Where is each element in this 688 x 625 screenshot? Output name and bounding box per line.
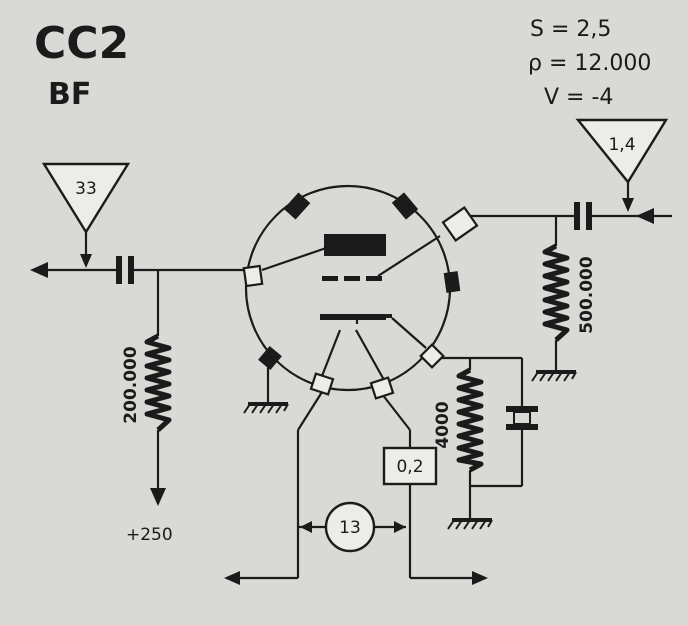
filament-circle-label: 13	[339, 518, 361, 538]
ground-right	[530, 370, 578, 383]
resistor-4000	[456, 367, 484, 473]
input-triangle-label: 33	[75, 179, 97, 199]
output-triangle-label: 1,4	[608, 135, 635, 155]
filament-circle	[324, 501, 376, 553]
ground-left	[242, 402, 290, 415]
output-arrow	[636, 208, 654, 224]
supply-label: +250	[126, 525, 173, 545]
tube-title: CC2	[34, 18, 129, 69]
resistor-200k	[144, 333, 172, 432]
spec-resistance: ρ = 12.000	[528, 51, 651, 76]
grid-dash-1	[322, 276, 338, 281]
spec-slope: S = 2,5	[530, 17, 611, 42]
pin-blank-3	[443, 271, 461, 293]
anode-plate	[324, 234, 386, 256]
pin-grid	[242, 264, 264, 288]
pin-filament-b	[369, 376, 395, 400]
pin-blank-2	[391, 192, 419, 220]
resistor-500k-label: 500.000	[577, 256, 597, 334]
spec-voltage: V = -4	[544, 85, 613, 110]
input-arrow	[30, 262, 48, 278]
resistor-500k	[542, 243, 570, 342]
tube-subtitle: BF	[48, 77, 91, 112]
pin-anode	[441, 206, 479, 242]
cathode-capacitor	[506, 406, 538, 430]
arrows	[30, 198, 654, 585]
pin-filament-a	[309, 372, 335, 396]
grid-dash-2	[344, 276, 360, 281]
input-capacitor	[116, 256, 122, 284]
input-triangle	[41, 162, 131, 235]
output-triangle	[575, 118, 669, 185]
pin-blank-1	[283, 192, 311, 220]
resistor-4000-label: 4000	[433, 401, 453, 448]
cathode-bar	[320, 314, 386, 320]
coupling-capacitors	[116, 202, 592, 284]
resistor-200k-label: 200.000	[121, 346, 141, 424]
grid-dash-3	[366, 276, 382, 281]
pin-shield	[258, 345, 282, 371]
supply-arrow	[150, 488, 166, 506]
filament-box-label: 0,2	[396, 457, 423, 477]
pin-cathode	[419, 343, 445, 369]
ground-cathode	[446, 518, 494, 531]
filament-box	[382, 446, 438, 486]
output-capacitor	[574, 202, 580, 230]
